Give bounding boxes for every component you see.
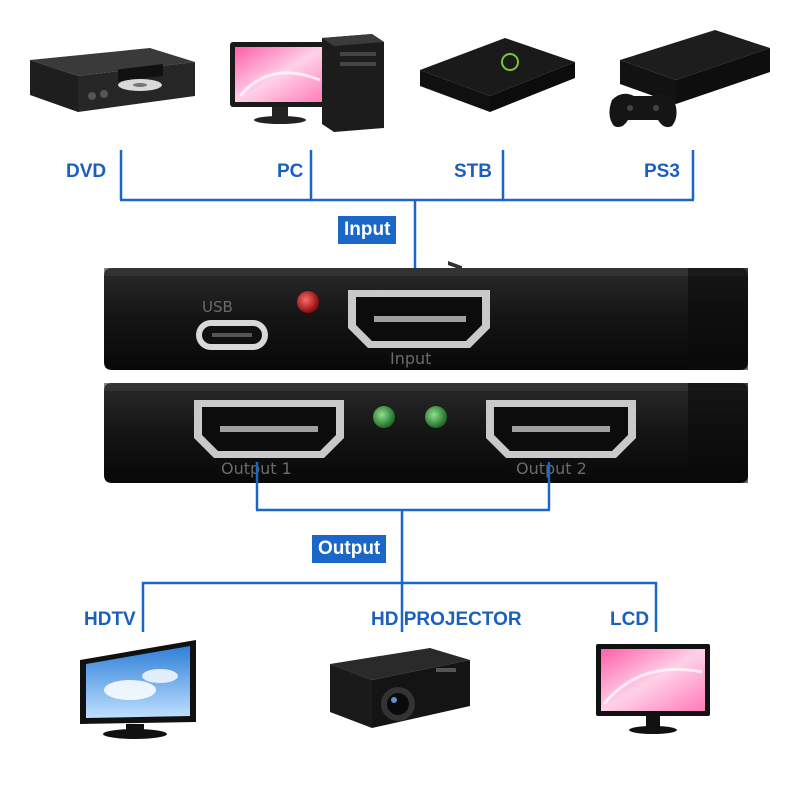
output-2-led-icon bbox=[425, 406, 447, 428]
splitter-input-face bbox=[104, 268, 748, 370]
hdmi-output-1-port-icon bbox=[194, 400, 344, 458]
output-2-port-label: Output 2 bbox=[516, 459, 587, 478]
stb-label: STB bbox=[454, 161, 492, 182]
splitter-output-face bbox=[104, 383, 748, 483]
ps3-console-icon bbox=[609, 30, 770, 128]
set-top-box-icon bbox=[420, 38, 575, 271]
input-badge: Input bbox=[338, 216, 397, 244]
hd-projector-label: HD PROJECTOR bbox=[371, 609, 522, 630]
usb-port-icon bbox=[196, 320, 268, 350]
output-connector-lines bbox=[141, 462, 658, 632]
hdtv-label: HDTV bbox=[84, 609, 136, 630]
dvd-label: DVD bbox=[66, 161, 107, 182]
output-1-led-icon bbox=[373, 406, 395, 428]
usb-label: USB bbox=[202, 298, 233, 316]
input-port-label: Input bbox=[390, 349, 431, 368]
pc-label: PC bbox=[277, 161, 304, 182]
lcd-label: LCD bbox=[610, 609, 650, 630]
pc-computer-icon bbox=[230, 34, 384, 132]
input-connector-lines bbox=[119, 150, 695, 292]
hdmi-output-2-port-icon bbox=[486, 400, 636, 458]
hd-projector-icon bbox=[330, 648, 470, 728]
hdtv-icon bbox=[80, 640, 196, 739]
hdmi-input-port-icon bbox=[348, 290, 490, 348]
lcd-monitor-icon bbox=[596, 644, 710, 734]
ps3-label: PS3 bbox=[644, 161, 680, 182]
dvd-player-icon bbox=[30, 48, 195, 112]
power-led-icon bbox=[297, 291, 319, 313]
output-badge: Output bbox=[312, 535, 387, 563]
